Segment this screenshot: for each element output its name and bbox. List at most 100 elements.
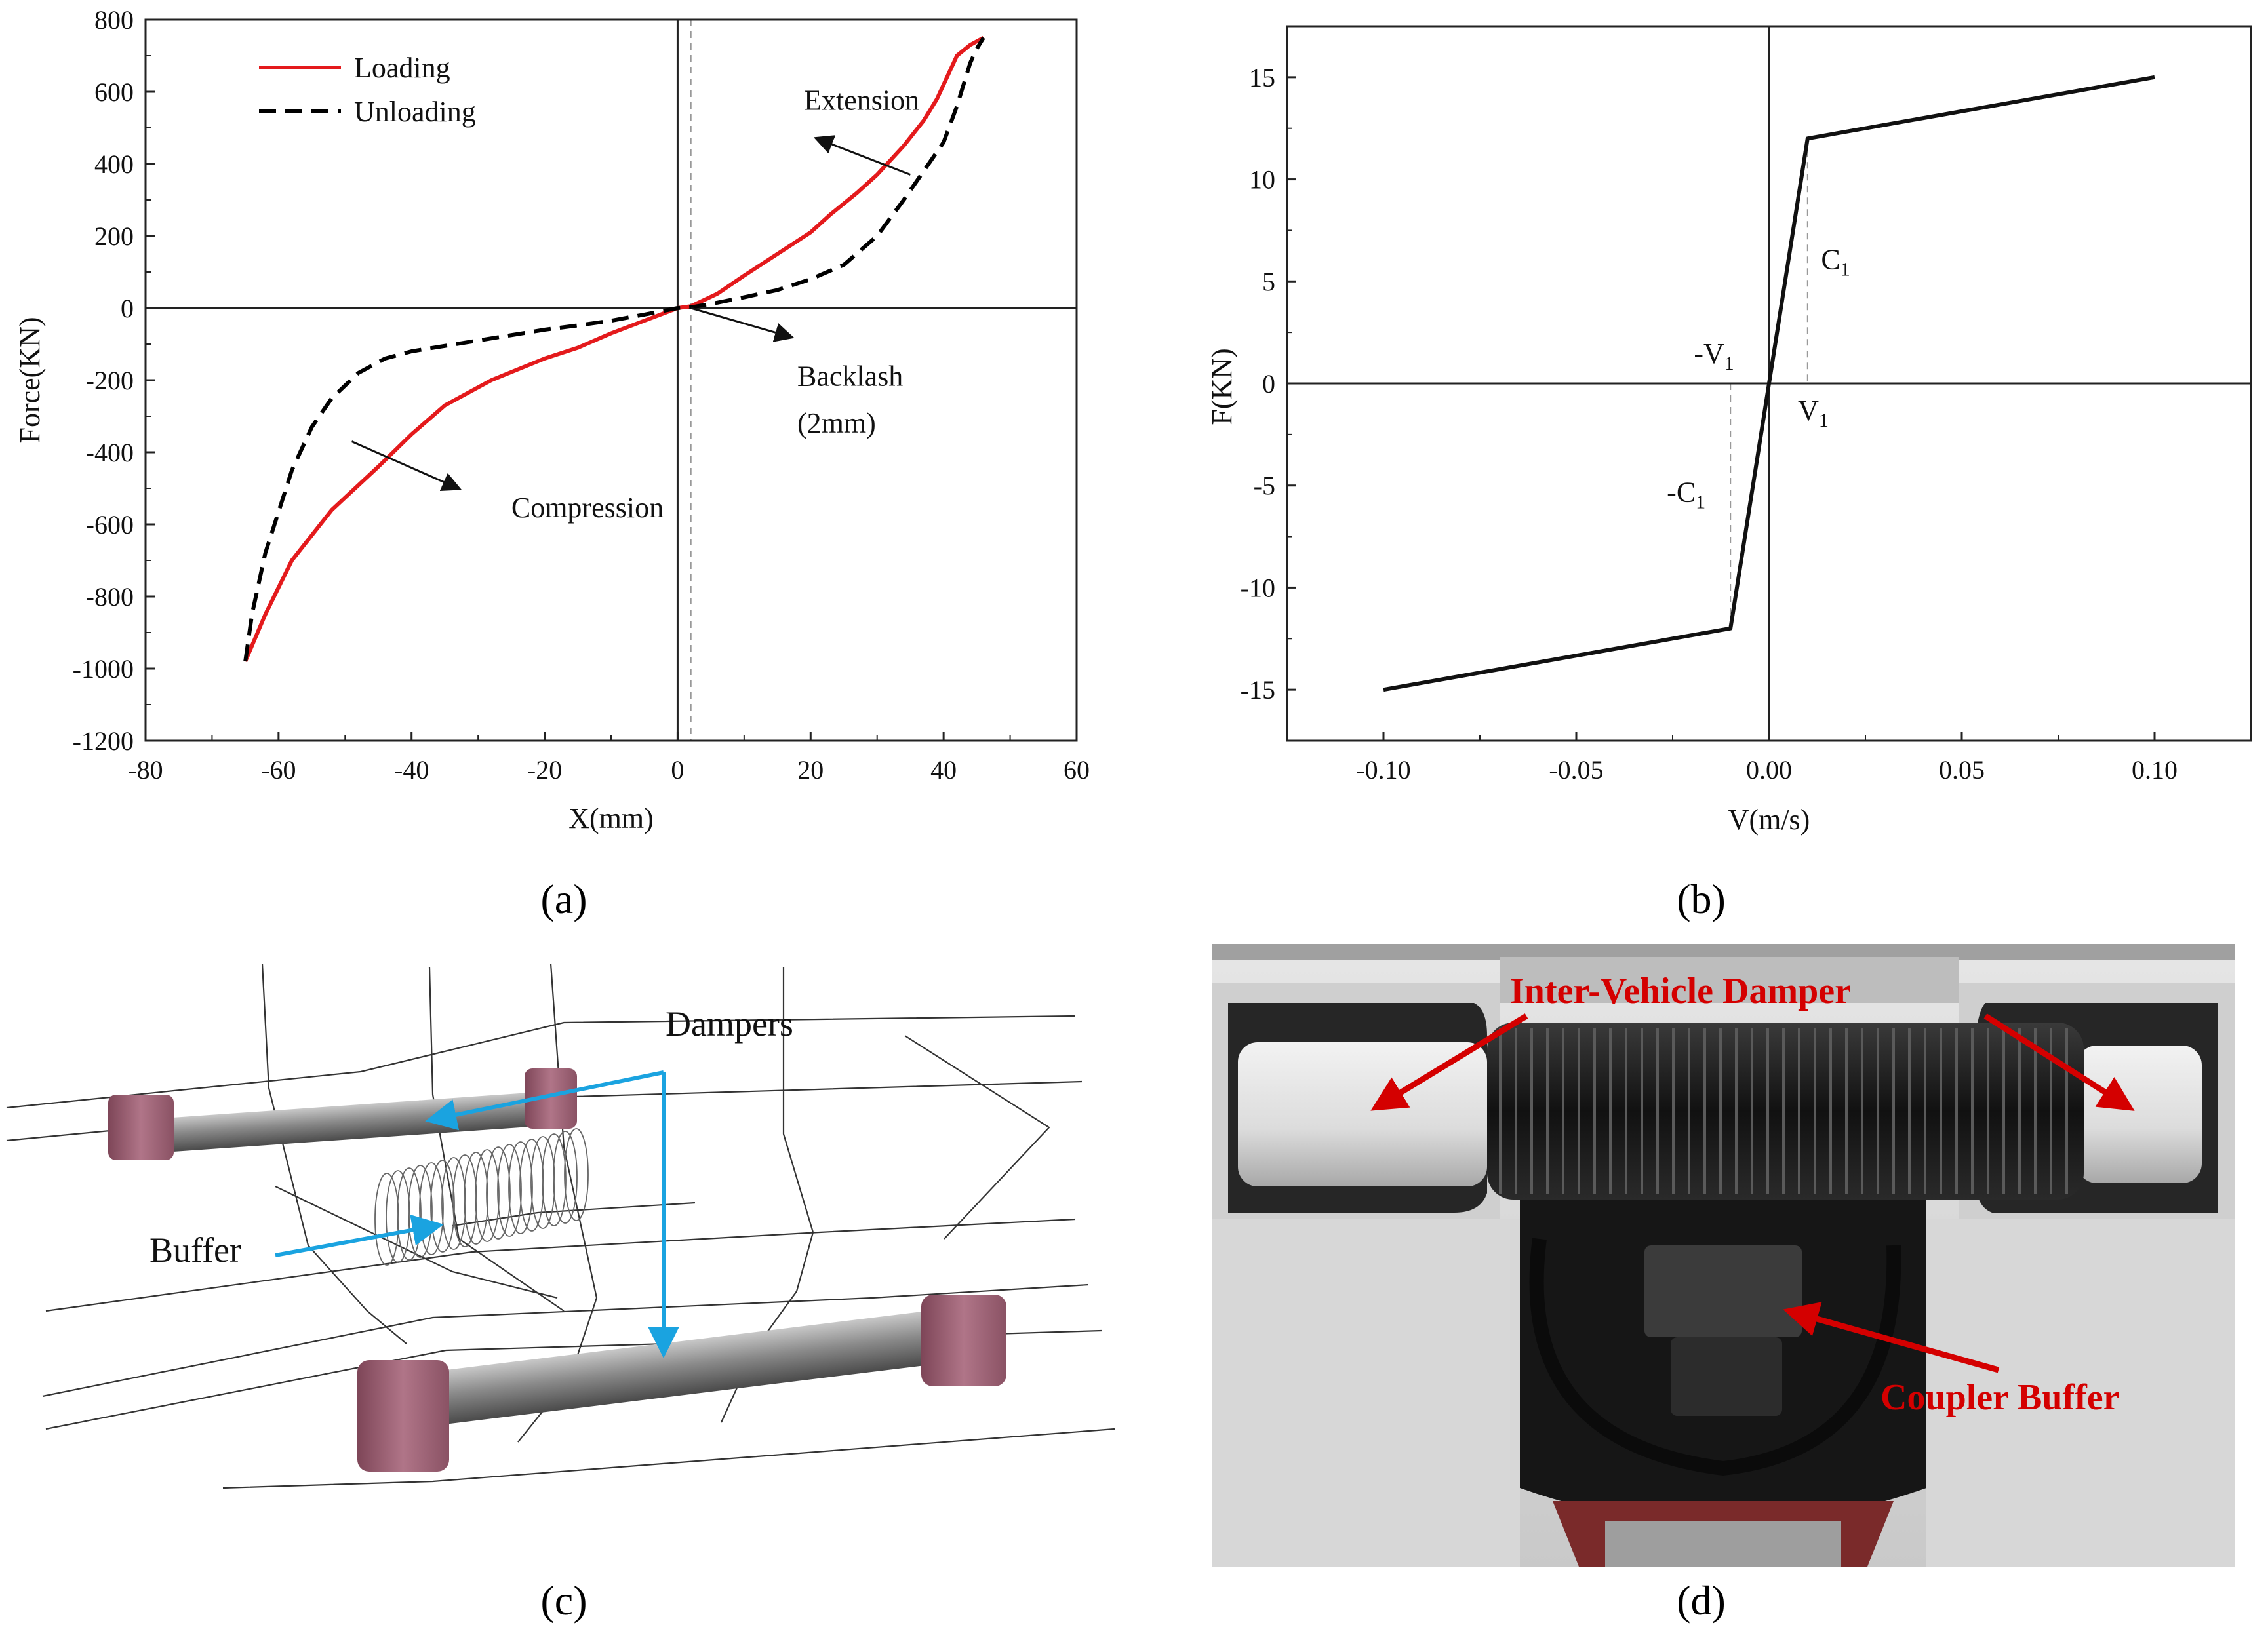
legend-label-unloading: Unloading [354,96,476,128]
spring-coil [397,1167,422,1261]
y-tick-label: 600 [94,77,134,107]
spring-coil [542,1133,567,1226]
spring-coil [497,1144,522,1237]
buffer-spring [374,1128,589,1266]
y-tick-label: -1200 [73,726,134,756]
lower-damper [357,1295,1006,1472]
upper-damper [108,1068,577,1160]
gangway-frame [1500,957,1959,1003]
arrow-to-damper-right [1983,1013,2135,1111]
y-tick-label: 0 [1262,369,1275,399]
annotation-extension: Extension [804,85,919,117]
series-line-unloading [243,36,985,662]
plot-frame [144,18,1078,742]
y-tick-label: -600 [86,510,134,539]
arrow-to-damper-left [1370,1013,1528,1111]
spring-coil [441,1157,466,1250]
annotation-backlash: Backlash [797,360,903,392]
x-tick-label: 0.00 [1746,755,1792,785]
annotation-v1: V1 [1798,395,1829,431]
x-tick-label: 40 [930,755,957,785]
spring-coil [386,1170,410,1263]
spring-coil [508,1141,533,1234]
spring-coil [475,1149,500,1242]
x-tick-label: 60 [1064,755,1090,785]
damper-bellows [1487,1023,2084,1200]
x-tick-label: 0 [671,755,684,785]
y-tick-label: -10 [1241,573,1275,602]
x-tick-label: 0.05 [1939,755,1985,785]
x-tick-label: -40 [394,755,429,785]
x-tick-label: -60 [261,755,296,785]
hose-loop [1529,1238,1901,1476]
y-axis-label: Force(KN) [14,317,46,443]
caption-d: (d) [1677,1577,1726,1624]
arrow-to-buffer [275,1214,444,1257]
label-coupler-buffer: Coupler Buffer [1880,1377,2120,1418]
arrow-to-upper-damper [425,1070,664,1131]
y-tick-label: 5 [1262,267,1275,296]
x-tick-label: -0.05 [1549,755,1603,785]
y-tick-label: -5 [1254,471,1275,501]
annotation-arrow [813,135,911,176]
annotation-c1: C1 [1821,244,1850,281]
annotation-2mm: (2mm) [797,407,876,439]
annotation-compression: Compression [511,492,664,524]
damper-photo: Inter-Vehicle Damper Coupler Buffer [1212,944,2235,1567]
damper-schematic: Dampers Buffer [6,963,1115,1489]
label-buffer: Buffer [149,1230,241,1270]
annotation-minus-c1: -C1 [1667,477,1705,513]
y-tick-label: 400 [94,149,134,179]
x-tick-label: -0.10 [1356,755,1410,785]
annotation-minus-v1: -V1 [1694,338,1734,374]
y-tick-label: -400 [86,438,134,467]
legend: Loading Unloading [259,52,476,128]
y-tick-label: -1000 [73,654,134,684]
damper-rod [156,1090,565,1153]
spring-coil [408,1165,433,1258]
y-axis-label: F(KN) [1206,348,1238,425]
y-tick-label: 10 [1249,165,1275,195]
spring-coil [486,1146,511,1240]
x-axis-label: X(mm) [568,802,654,834]
x-axis-label: V(m/s) [1728,804,1810,836]
damper-end-cap [921,1295,1006,1386]
coupler-head [1671,1337,1782,1416]
y-tick-label: -800 [86,582,134,612]
label-dampers: Dampers [666,1004,793,1044]
y-tick-label: 200 [94,222,134,251]
coupler-buffer-block [1644,1245,1802,1337]
caption-c: (c) [540,1577,587,1624]
y-tick-label: -200 [86,366,134,395]
lower-floor-plate [1605,1521,1841,1567]
spring-coil [430,1160,455,1253]
spring-coil [553,1131,578,1224]
damper-rod [424,1308,953,1426]
series-line-loading [243,35,985,663]
arrow-to-coupler-buffer [1783,1302,2000,1373]
spring-coil [452,1154,477,1247]
series-line-0 [1383,75,2155,692]
label-inter-vehicle-damper: Inter-Vehicle Damper [1510,971,1851,1011]
y-tick-label: 15 [1249,63,1275,92]
damper-end-cap [357,1360,449,1472]
damper-end-cap [108,1095,174,1160]
spring-coil [519,1139,544,1232]
x-tick-label: -20 [527,755,562,785]
annotation-arrow [690,307,795,342]
y-tick-label: 800 [94,5,134,35]
caption-a: (a) [540,876,587,922]
x-tick-label: -80 [128,755,163,785]
lower-body-left [1212,1219,1520,1567]
legend-label-loading: Loading [354,52,450,84]
damper-end-cap [525,1068,577,1129]
annotation-arrow [351,440,462,492]
lower-body-right [1926,1219,2235,1567]
spring-coil [464,1152,488,1245]
spring-coil [419,1162,444,1255]
x-tick-label: 20 [797,755,824,785]
damper-cylinder-right [2077,1046,2202,1183]
y-tick-label: -15 [1241,675,1275,705]
